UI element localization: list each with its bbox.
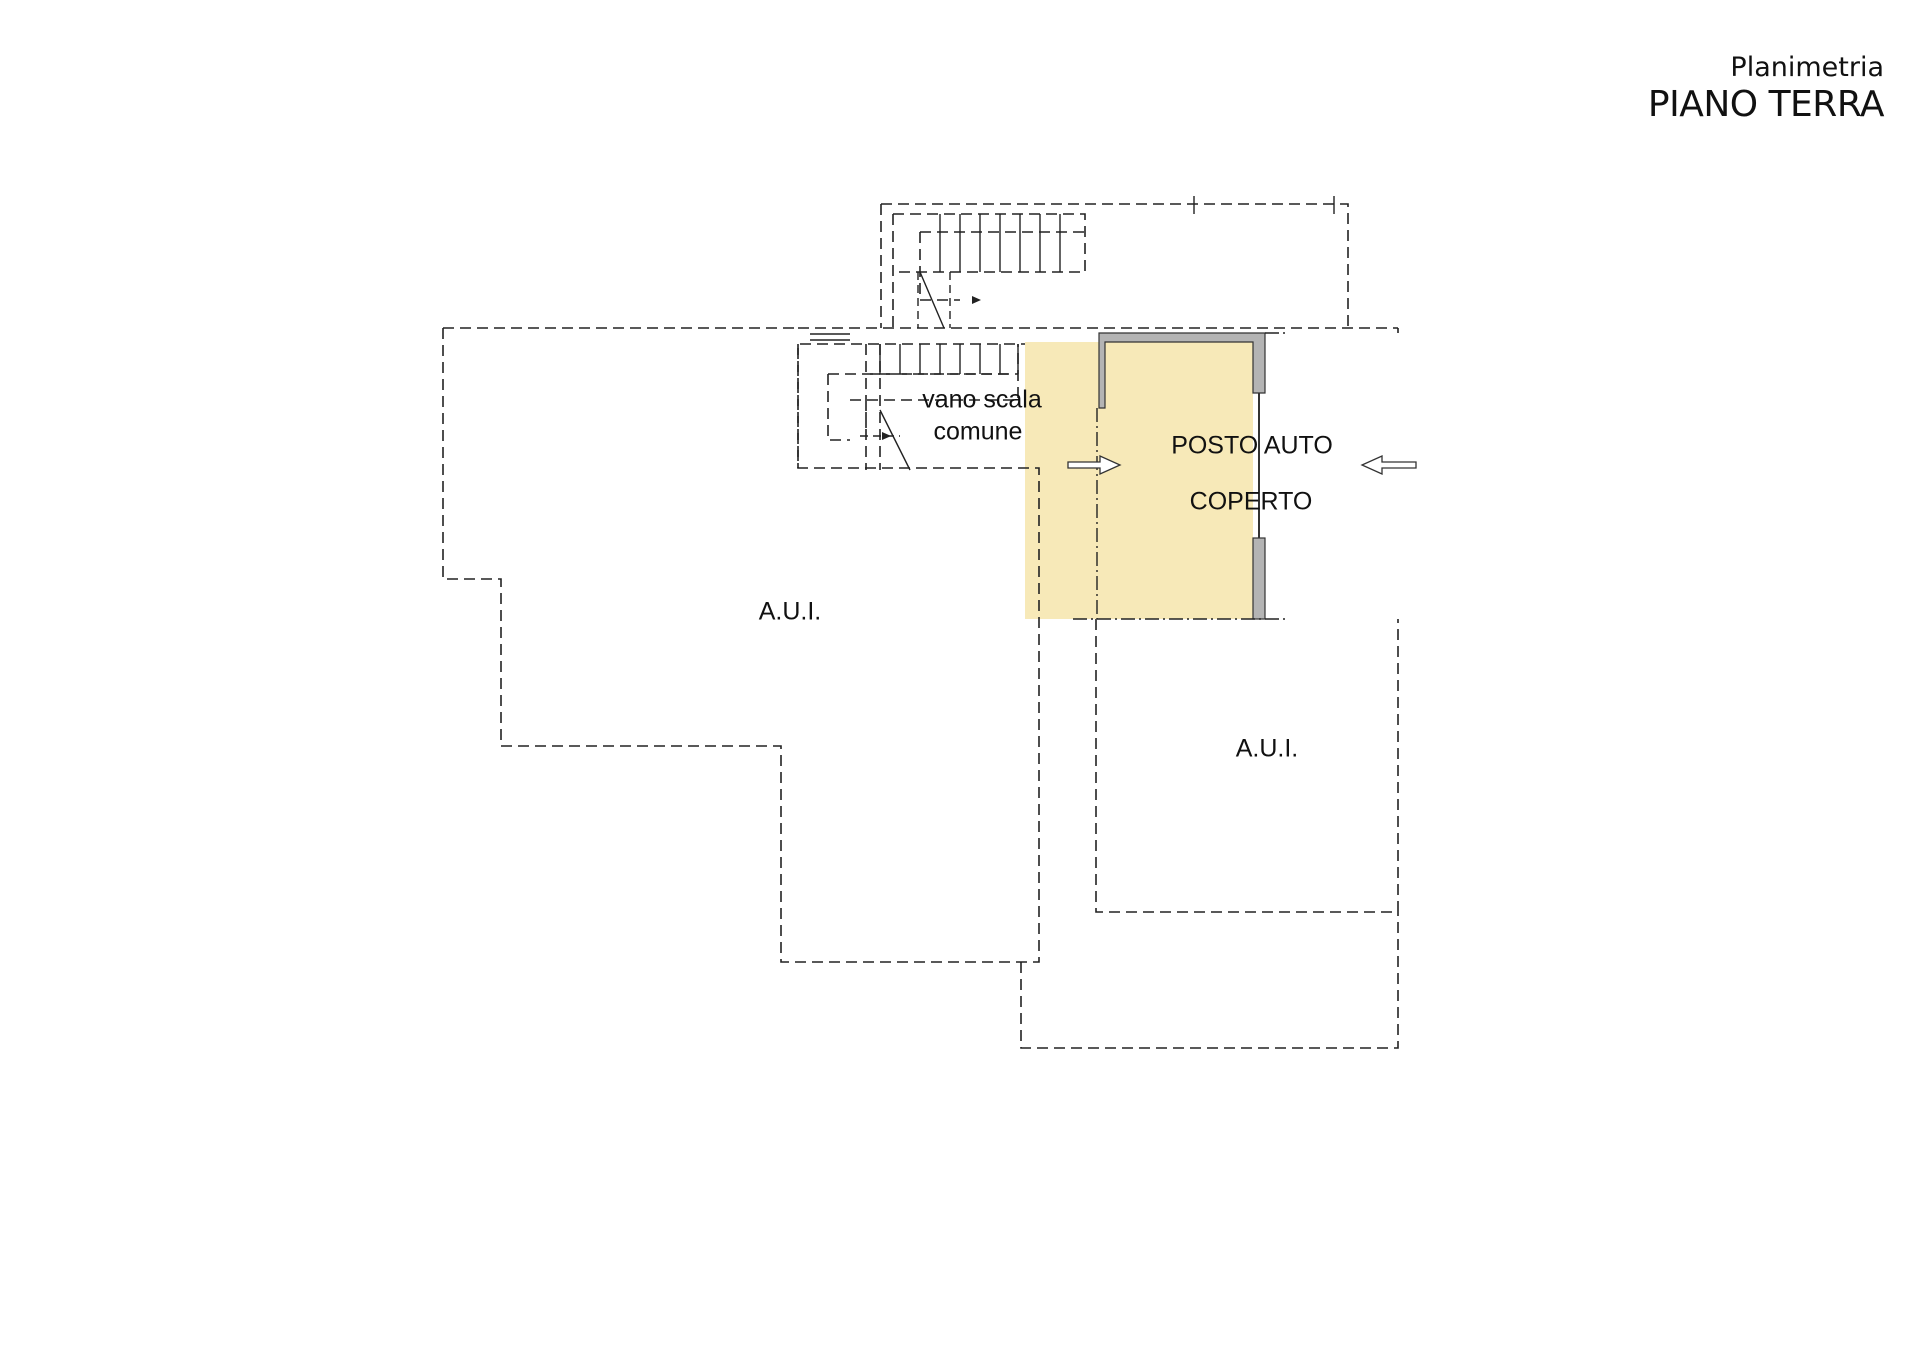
aui-left-label: A.U.I. <box>758 597 822 626</box>
aui-right-outline <box>1020 328 1399 1049</box>
stair-label-line2: comune <box>933 417 1023 446</box>
wall-right-lower <box>1252 537 1266 620</box>
wall-top <box>1098 332 1266 409</box>
stair-label-line1: vano scala <box>922 385 1042 414</box>
aui-left-outline <box>442 327 1398 963</box>
entrance-arrow-left-icon <box>1067 454 1122 476</box>
parking-label-line1: POSTO AUTO <box>1171 431 1333 460</box>
plan-title: PIANO TERRA <box>1647 84 1885 125</box>
parking-label-line2: COPERTO <box>1189 487 1313 516</box>
entrance-arrow-right-icon <box>1360 454 1417 476</box>
aui-right-label: A.U.I. <box>1235 734 1299 763</box>
plan-subtitle: Planimetria <box>1730 52 1884 83</box>
